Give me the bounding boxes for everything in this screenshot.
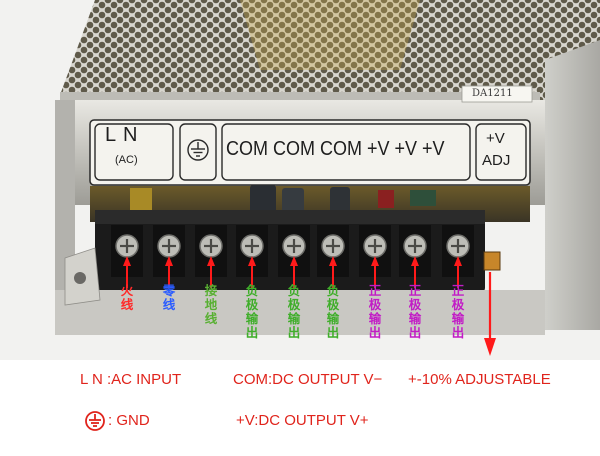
- mesh-inner-glow: [240, 0, 420, 70]
- ln-letters: L N: [105, 124, 139, 146]
- terminal-arrow: [165, 256, 173, 288]
- ln-box: [94, 123, 174, 181]
- adj-box: [475, 123, 527, 181]
- terminal-label: 正极输出: [408, 283, 422, 340]
- caption-ln: L N :AC INPUT: [80, 371, 182, 388]
- terminal-label: 正极输出: [368, 283, 382, 340]
- ac-note: (AC): [115, 154, 138, 166]
- adj-line-1: +V: [486, 130, 505, 147]
- terminal-screw: [442, 225, 474, 277]
- component-yellow: [130, 188, 152, 210]
- ground-symbol-icon: [187, 139, 209, 161]
- component-green: [410, 190, 436, 206]
- terminal-screw: [359, 225, 391, 277]
- terminal-arrow: [290, 256, 298, 288]
- terminal-label: 负极输出: [287, 283, 301, 340]
- adj-arrow-head: [484, 338, 496, 356]
- terminal-label: 零线: [162, 283, 176, 312]
- base-plate: [55, 290, 545, 335]
- terminal-screws: [111, 225, 474, 277]
- terminal-arrow: [411, 256, 419, 288]
- terminal-arrows: [123, 256, 462, 288]
- ground-circle-icon: [85, 411, 105, 431]
- terminal-arrow: [329, 256, 337, 288]
- caption-gnd: : GND: [108, 412, 150, 429]
- adj-potentiometer: [483, 251, 501, 271]
- terminal-label: 火线: [120, 283, 134, 312]
- capacitor-1: [250, 185, 276, 215]
- capacitor-2: [282, 188, 304, 214]
- terminal-arrow: [207, 256, 215, 288]
- terminal-block-top: [95, 210, 485, 224]
- caption-adj: +-10% ADJUSTABLE: [408, 371, 551, 388]
- ground-box: [179, 123, 217, 181]
- terminal-label: 负极输出: [326, 283, 340, 340]
- terminal-label: 接地线: [204, 283, 218, 326]
- mesh-cover: [60, 0, 600, 110]
- power-supply-photo: [0, 0, 600, 360]
- terminal-arrow: [248, 256, 256, 288]
- terminal-labels-plate: COM COM COM +V +V +V: [226, 138, 445, 160]
- terminal-arrow: [454, 256, 462, 288]
- caption-v: +V:DC OUTPUT V+: [236, 412, 369, 429]
- component-red: [378, 190, 394, 208]
- terminal-label: 正极输出: [451, 283, 465, 340]
- terminal-arrow: [123, 256, 131, 288]
- side-wall: [545, 40, 600, 330]
- terminal-box: [221, 123, 471, 181]
- adj-line-2: ADJ: [482, 152, 511, 169]
- caption-com: COM:DC OUTPUT V−: [233, 371, 383, 388]
- mounting-hole: [74, 272, 86, 284]
- capacitor-3: [330, 187, 350, 213]
- label-plate-bg: [89, 119, 531, 186]
- sticker-text: DA1211: [472, 88, 513, 99]
- terminal-label: 负极输出: [245, 283, 259, 340]
- sticker: [461, 85, 533, 103]
- terminal-arrow: [371, 256, 379, 288]
